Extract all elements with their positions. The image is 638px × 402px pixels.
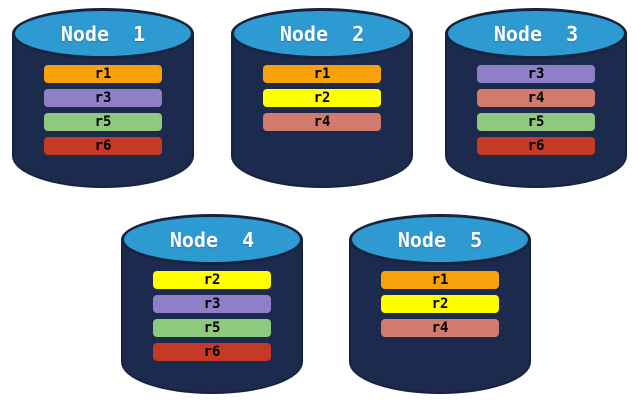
record-bar-r4: r4 <box>263 113 381 131</box>
node-title: Node 1 <box>60 21 146 46</box>
record-bar-r2: r2 <box>263 89 381 107</box>
record-list: r1 r2 r4 <box>231 65 413 131</box>
record-list: r1 r2 r4 <box>349 271 531 337</box>
record-list: r2 r3 r5 r6 <box>121 271 303 361</box>
record-bar-r1: r1 <box>263 65 381 83</box>
cylinder-body <box>121 239 303 394</box>
record-bar-r5: r5 <box>153 319 271 337</box>
record-bar-r1: r1 <box>44 65 162 83</box>
record-bar-r2: r2 <box>381 295 499 313</box>
record-bar-r1: r1 <box>381 271 499 289</box>
database-node-4: Node 4 r2 r3 r5 r6 <box>121 214 303 394</box>
cylinder-top-ellipse: Node 4 <box>121 214 303 265</box>
record-bar-r6: r6 <box>44 137 162 155</box>
cylinder-body <box>349 239 531 394</box>
record-bar-r2: r2 <box>153 271 271 289</box>
cylinder-top-ellipse: Node 2 <box>231 8 413 59</box>
node-title: Node 5 <box>397 227 483 252</box>
node-title: Node 4 <box>169 227 255 252</box>
database-node-3: Node 3 r3 r4 r5 r6 <box>445 8 627 188</box>
database-node-2: Node 2 r1 r2 r4 <box>231 8 413 188</box>
record-bar-r4: r4 <box>477 89 595 107</box>
record-list: r1 r3 r5 r6 <box>12 65 194 155</box>
record-bar-r3: r3 <box>153 295 271 313</box>
record-bar-r3: r3 <box>44 89 162 107</box>
record-bar-r5: r5 <box>477 113 595 131</box>
record-bar-r5: r5 <box>44 113 162 131</box>
node-title: Node 2 <box>279 21 365 46</box>
cylinder-top-ellipse: Node 5 <box>349 214 531 265</box>
cylinder-top-ellipse: Node 1 <box>12 8 194 59</box>
database-node-5: Node 5 r1 r2 r4 <box>349 214 531 394</box>
record-list: r3 r4 r5 r6 <box>445 65 627 155</box>
cylinder-top-ellipse: Node 3 <box>445 8 627 59</box>
record-bar-r6: r6 <box>477 137 595 155</box>
node-title: Node 3 <box>493 21 579 46</box>
record-bar-r4: r4 <box>381 319 499 337</box>
record-bar-r3: r3 <box>477 65 595 83</box>
record-bar-r6: r6 <box>153 343 271 361</box>
database-node-1: Node 1 r1 r3 r5 r6 <box>12 8 194 188</box>
